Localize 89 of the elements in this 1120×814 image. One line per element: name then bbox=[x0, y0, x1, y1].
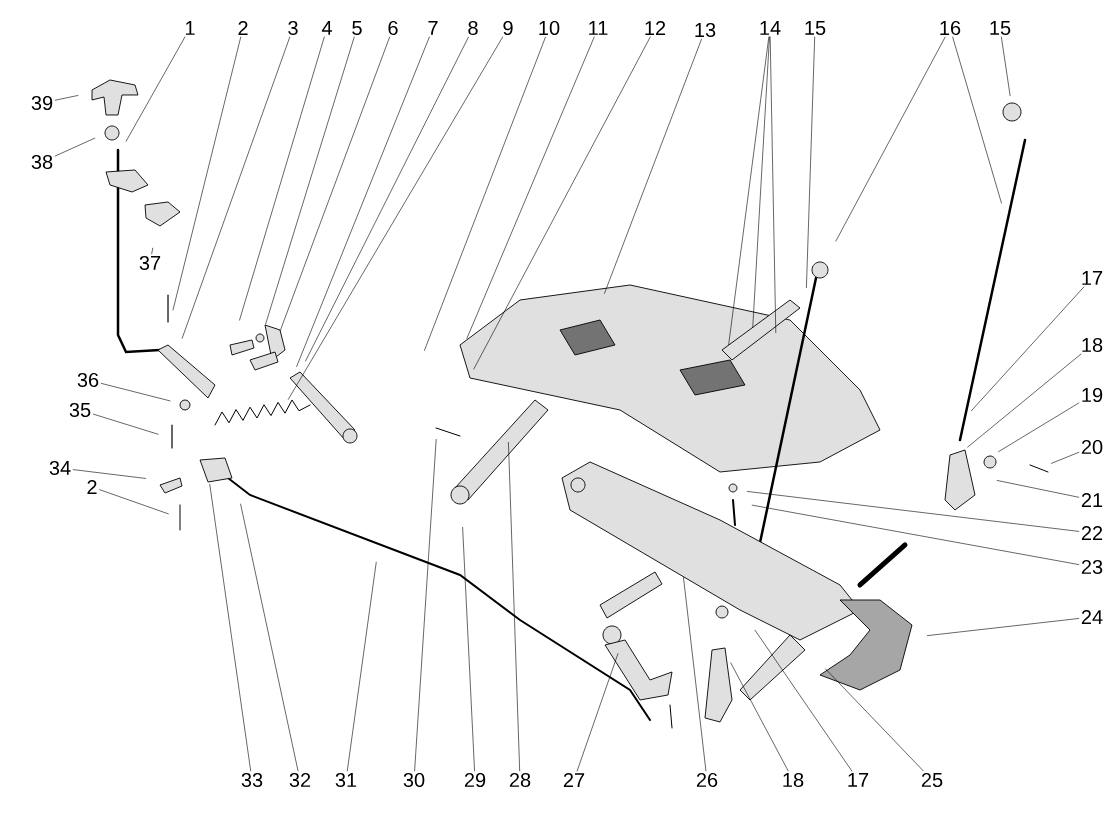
callout-number: 10 bbox=[539, 20, 560, 36]
leader-line bbox=[305, 36, 469, 362]
leader-line bbox=[730, 662, 789, 772]
leader-line bbox=[952, 36, 1002, 204]
callout-number: 22 bbox=[1081, 526, 1103, 540]
leader-line bbox=[414, 438, 437, 772]
callout-number: 33 bbox=[241, 772, 263, 788]
leader-line bbox=[209, 483, 252, 772]
callout-number: 32 bbox=[289, 772, 311, 788]
callout-number: 38 bbox=[31, 154, 53, 170]
callout-number: 18 bbox=[783, 772, 804, 788]
leader-line bbox=[746, 491, 1080, 532]
callout-number: 2 bbox=[87, 480, 97, 494]
callout-number: 17 bbox=[1082, 271, 1103, 285]
leader-line bbox=[996, 480, 1080, 498]
leader-line bbox=[462, 526, 475, 772]
leader-line bbox=[466, 36, 595, 340]
leader-line bbox=[835, 36, 946, 242]
callout-number: 11 bbox=[589, 21, 608, 35]
leader-line bbox=[54, 95, 79, 101]
leader-line bbox=[92, 413, 159, 435]
callout-number: 35 bbox=[69, 402, 91, 418]
leader-line bbox=[926, 618, 1080, 636]
leader-line bbox=[967, 353, 1082, 448]
callout-number: 9 bbox=[503, 20, 513, 36]
leader-line bbox=[1001, 36, 1011, 97]
callout-number: 20 bbox=[1081, 439, 1103, 455]
leader-line bbox=[346, 561, 377, 772]
leader-line bbox=[239, 36, 325, 321]
callout-number: 34 bbox=[49, 460, 71, 476]
leader-line bbox=[825, 668, 924, 772]
leader-line bbox=[98, 489, 169, 515]
callout-number: 12 bbox=[645, 21, 666, 35]
callout-number: 17 bbox=[848, 773, 869, 787]
leader-line bbox=[998, 402, 1080, 453]
callout-number: 13 bbox=[695, 22, 716, 38]
callout-number: 31 bbox=[335, 772, 357, 788]
leader-line bbox=[604, 38, 702, 295]
callout-number: 4 bbox=[321, 21, 332, 35]
leader-line bbox=[72, 469, 147, 479]
callout-number: 18 bbox=[1082, 337, 1103, 353]
leader-line bbox=[752, 36, 770, 329]
leader-line bbox=[576, 653, 619, 772]
leader-line bbox=[424, 36, 546, 352]
leader-line bbox=[508, 441, 520, 772]
leader-line bbox=[279, 36, 391, 332]
callout-number: 8 bbox=[468, 20, 478, 36]
callout-number: 37 bbox=[139, 255, 161, 271]
leader-line bbox=[754, 629, 853, 772]
callout-number: 25 bbox=[921, 772, 943, 788]
callout-number: 24 bbox=[1081, 610, 1103, 624]
leader-line bbox=[728, 36, 770, 346]
callout-number: 29 bbox=[464, 772, 486, 788]
callout-number: 3 bbox=[288, 20, 298, 36]
callout-number: 1 bbox=[185, 21, 195, 35]
leader-line bbox=[296, 36, 430, 368]
callout-number: 5 bbox=[352, 21, 362, 35]
leader-line bbox=[151, 247, 154, 255]
leader-line bbox=[287, 36, 504, 400]
leader-line bbox=[473, 36, 651, 370]
leader-line bbox=[1050, 451, 1080, 464]
leader-line bbox=[125, 36, 186, 142]
callout-number: 36 bbox=[77, 372, 99, 388]
callout-number: 39 bbox=[31, 95, 53, 111]
leader-line bbox=[683, 576, 707, 772]
callout-number: 26 bbox=[696, 772, 718, 788]
leader-line bbox=[265, 36, 355, 325]
leader-line bbox=[181, 36, 291, 339]
callout-number: 23 bbox=[1081, 559, 1103, 575]
callout-number: 28 bbox=[509, 772, 531, 788]
leader-line bbox=[769, 36, 777, 334]
callout-number: 15 bbox=[805, 21, 826, 35]
callout-number: 2 bbox=[238, 21, 248, 35]
callout-number: 14 bbox=[760, 21, 781, 35]
callout-number: 19 bbox=[1082, 387, 1103, 403]
callout-number: 27 bbox=[563, 773, 585, 787]
callout-number: 15 bbox=[990, 21, 1011, 35]
callout-number: 21 bbox=[1081, 493, 1103, 507]
leader-line bbox=[100, 382, 171, 402]
callout-number: 6 bbox=[388, 20, 398, 36]
leader-line bbox=[240, 503, 299, 772]
callout-number: 7 bbox=[428, 21, 438, 35]
callout-number: 16 bbox=[940, 20, 961, 36]
callout-number: 30 bbox=[403, 772, 425, 788]
leader-line bbox=[172, 36, 242, 311]
leader-line bbox=[970, 286, 1085, 412]
leader-line bbox=[751, 504, 1080, 565]
leader-line bbox=[806, 36, 815, 289]
leader-line bbox=[54, 137, 96, 157]
